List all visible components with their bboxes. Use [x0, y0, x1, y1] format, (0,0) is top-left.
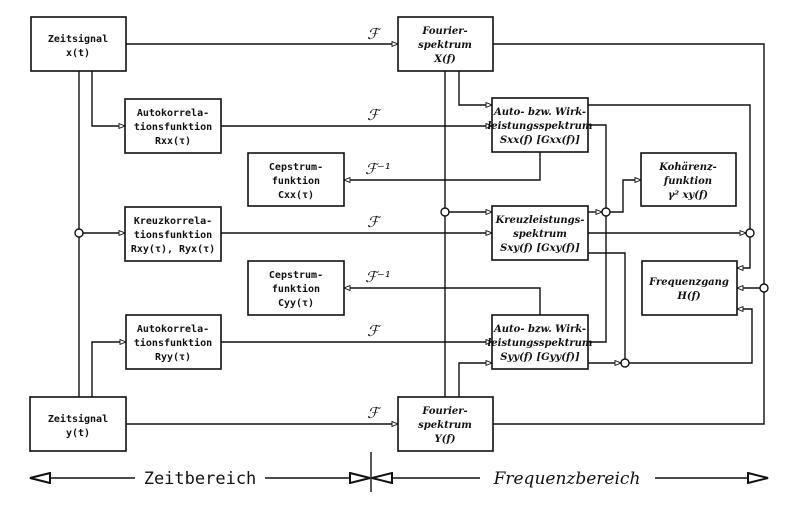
svg-text:Auto- bzw. Wirk-: Auto- bzw. Wirk- — [493, 324, 586, 335]
box-autokorrelation-x: Autokorrela- tionsfunktion Rxx(τ) — [124, 98, 222, 154]
svg-text:funktion: funktion — [663, 176, 712, 187]
inverse-fourier-label: ℱ⁻¹ — [365, 160, 391, 178]
svg-text:tionsfunktion: tionsfunktion — [134, 337, 212, 349]
svg-text:spektrum: spektrum — [418, 40, 472, 51]
svg-text:Zeitsignal: Zeitsignal — [48, 413, 108, 425]
svg-text:leistungsspektrum: leistungsspektrum — [487, 121, 592, 132]
svg-text:Sxy(f) [Gxy(f)]: Sxy(f) [Gxy(f)] — [500, 243, 580, 254]
svg-text:X(f): X(f) — [433, 54, 456, 65]
svg-text:Rxx(τ): Rxx(τ) — [155, 136, 191, 147]
svg-text:Ryy(τ): Ryy(τ) — [155, 352, 191, 363]
box-cepstrum-x: Cepstrum- funktion Cxx(τ) — [247, 152, 345, 207]
box-autokorrelation-y: Autokorrela- tionsfunktion Ryy(τ) — [125, 314, 222, 370]
box-fourier-x: Fourier- spektrum X(f) — [397, 16, 494, 72]
svg-text:H(f): H(f) — [676, 291, 700, 302]
junction — [74, 228, 84, 238]
svg-text:tionsfunktion: tionsfunktion — [134, 229, 212, 241]
svg-text:Y(f): Y(f) — [435, 434, 456, 445]
box-cepstrum-y: Cepstrum- funktion Cyy(τ) — [247, 260, 345, 316]
svg-text:spektrum: spektrum — [513, 229, 567, 240]
fourier-label: ℱ — [367, 213, 382, 231]
domain-axis: Zeitbereich Frequenzbereich — [30, 452, 768, 492]
svg-text:x(t): x(t) — [66, 48, 90, 59]
svg-text:spektrum: spektrum — [418, 420, 472, 431]
box-leistungsspektrum-y: Auto- bzw. Wirk- leistungsspektrum Syy(f… — [487, 314, 593, 370]
fourier-label: ℱ — [367, 106, 382, 124]
svg-text:Frequenzgang: Frequenzgang — [648, 277, 729, 288]
junction — [620, 358, 630, 368]
svg-text:Auto- bzw. Wirk-: Auto- bzw. Wirk- — [493, 107, 586, 118]
box-kohaerenzfunktion: Kohärenz- funktion γ² xy(f) — [640, 152, 737, 207]
box-fourier-y: Fourier- spektrum Y(f) — [397, 396, 494, 452]
svg-text:Syy(f) [Gyy(f)]: Syy(f) [Gyy(f)] — [500, 352, 580, 363]
svg-text:y(t): y(t) — [66, 428, 90, 439]
fourier-label: ℱ — [367, 404, 382, 422]
svg-text:Autokorrela-: Autokorrela- — [137, 108, 209, 119]
box-kreuzleistungsspektrum: Kreuzleistungs- spektrum Sxy(f) [Gxy(f)] — [491, 205, 589, 261]
svg-text:Kohärenz-: Kohärenz- — [658, 162, 717, 173]
operator-labels: ℱ ℱ ℱ ℱ ℱ ℱ⁻¹ ℱ⁻¹ — [365, 25, 391, 422]
box-kreuzkorrelation: Kreuzkorrela- tionsfunktion Rxy(τ), Ryx(… — [124, 206, 222, 262]
junction — [759, 283, 769, 293]
junctions — [74, 207, 769, 368]
svg-text:tionsfunktion: tionsfunktion — [134, 121, 212, 133]
inverse-fourier-label: ℱ⁻¹ — [365, 268, 391, 286]
svg-text:Kreuzleistungs-: Kreuzleistungs- — [495, 215, 585, 226]
junction — [745, 228, 755, 238]
junction — [440, 207, 450, 217]
time-domain-label: Zeitbereich — [144, 469, 257, 489]
box-leistungsspektrum-x: Auto- bzw. Wirk- leistungsspektrum Sxx(f… — [487, 97, 593, 153]
svg-text:Cepstrum-: Cepstrum- — [269, 162, 323, 173]
svg-text:Rxy(τ), Ryx(τ): Rxy(τ), Ryx(τ) — [131, 244, 215, 255]
svg-text:γ² xy(f): γ² xy(f) — [668, 190, 708, 201]
svg-text:leistungsspektrum: leistungsspektrum — [487, 338, 592, 349]
svg-text:Fourier-: Fourier- — [421, 26, 467, 37]
svg-text:Kreuzkorrela-: Kreuzkorrela- — [134, 216, 212, 227]
box-zeitsignal-y: Zeitsignal y(t) — [29, 396, 127, 452]
frequency-domain-label: Frequenzbereich — [493, 469, 641, 489]
svg-text:Cxx(τ): Cxx(τ) — [278, 190, 314, 201]
svg-text:funktion: funktion — [272, 283, 320, 295]
connections — [78, 44, 765, 424]
junction — [601, 207, 611, 217]
box-frequenzgang: Frequenzgang H(f) — [641, 260, 738, 316]
svg-text:Fourier-: Fourier- — [421, 406, 467, 417]
svg-text:funktion: funktion — [272, 175, 320, 187]
box-zeitsignal-x: Zeitsignal x(t) — [30, 16, 127, 72]
svg-text:Zeitsignal: Zeitsignal — [48, 33, 108, 45]
fourier-label: ℱ — [367, 322, 382, 340]
svg-text:Autokorrela-: Autokorrela- — [137, 324, 209, 335]
svg-text:Cyy(τ): Cyy(τ) — [278, 298, 314, 309]
svg-text:Cepstrum-: Cepstrum- — [269, 270, 323, 281]
svg-text:Sxx(f) [Gxx(f)]: Sxx(f) [Gxx(f)] — [500, 135, 580, 146]
fourier-label: ℱ — [367, 25, 382, 43]
